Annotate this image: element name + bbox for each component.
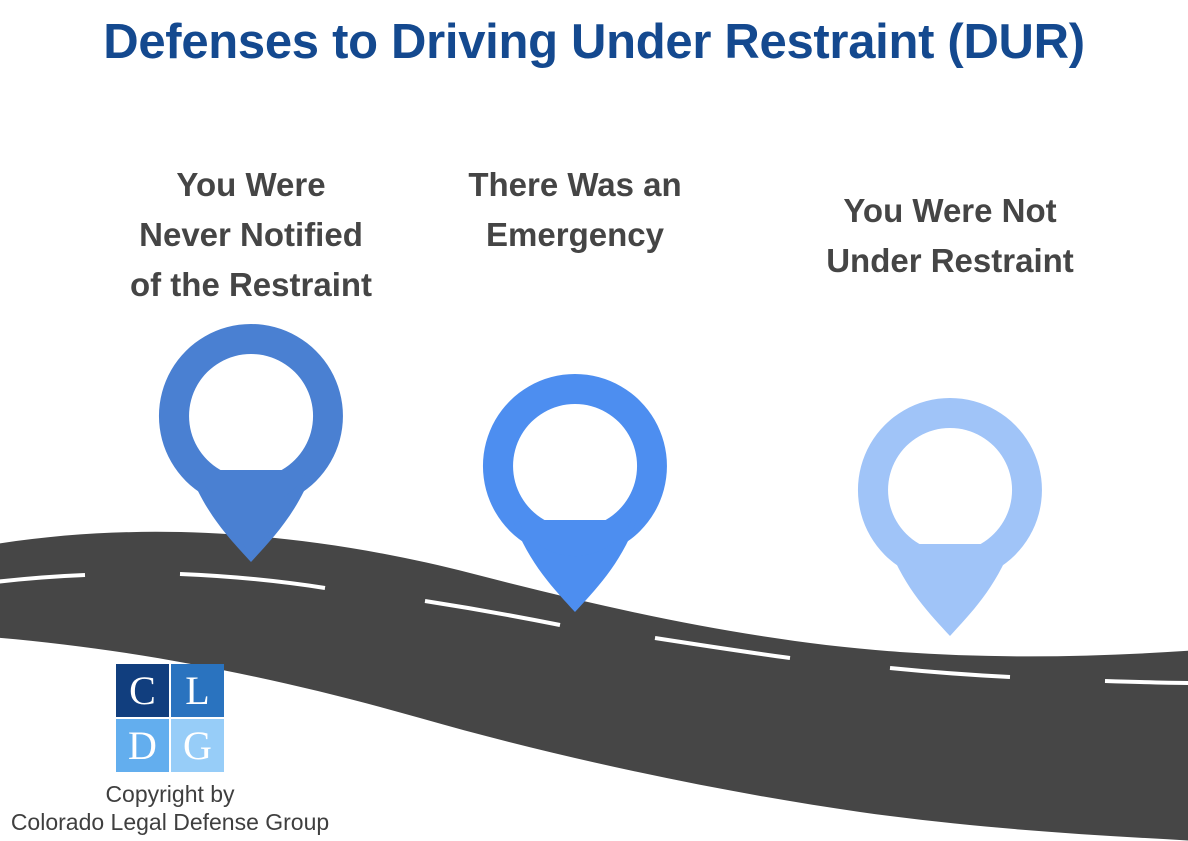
map-pin-never-notified — [153, 318, 349, 571]
page-title: Defenses to Driving Under Restraint (DUR… — [103, 15, 1085, 69]
logo-block: C L D G Copyright by Colorado Legal Defe… — [10, 664, 330, 836]
copyright-text: Copyright by Colorado Legal Defense Grou… — [10, 780, 330, 836]
map-pin-emergency — [477, 368, 673, 621]
heading-line: of the Restraint — [129, 266, 373, 304]
road-surface — [0, 531, 1188, 841]
heading-line: There Was an — [468, 166, 682, 203]
defense-heading-not-under-restraint: You Were Not Under Restraint — [770, 186, 1130, 286]
heading-line: Emergency — [486, 216, 664, 254]
heading-line: Never Notified — [139, 216, 363, 254]
logo-cell-c: C — [116, 664, 169, 717]
copyright-line: Copyright by — [105, 781, 235, 807]
logo-cell-l: L — [171, 664, 224, 717]
lane-markings — [0, 572, 1188, 685]
logo-cell-g: G — [171, 719, 224, 772]
map-pin-not-under-restraint — [852, 392, 1048, 645]
defense-heading-never-notified: You Were Never Notified of the Restraint — [85, 160, 417, 310]
defense-heading-emergency: There Was an Emergency — [425, 160, 725, 260]
heading-line: Under Restraint — [826, 242, 1074, 280]
heading-line: You Were — [176, 166, 326, 203]
copyright-line: Colorado Legal Defense Group — [10, 809, 330, 836]
heading-line: You Were Not — [843, 192, 1057, 229]
logo-cell-d: D — [116, 719, 169, 772]
cldg-logo: C L D G — [116, 664, 224, 772]
